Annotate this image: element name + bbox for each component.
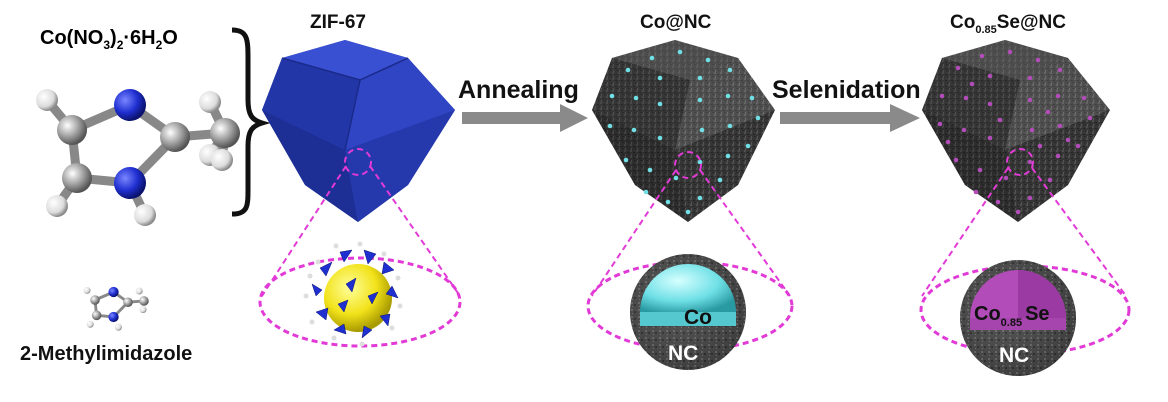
zoom-indicator-co-nc bbox=[586, 151, 794, 352]
stage-title-zif67: ZIF-67 bbox=[310, 12, 366, 33]
co085se-nc-dodecahedron bbox=[922, 40, 1110, 222]
step-label-annealing: Annealing bbox=[458, 76, 579, 104]
methylimidazole-model-small bbox=[83, 286, 149, 331]
curly-brace bbox=[231, 27, 271, 217]
co085se-nc-core-shell bbox=[960, 260, 1076, 376]
co-nc-shell-label: NC bbox=[668, 342, 698, 365]
zoom-indicator-zif67 bbox=[258, 148, 462, 348]
co-nc-core-shell bbox=[630, 254, 746, 370]
methylimidazole-model-large bbox=[36, 89, 240, 226]
stage-title-co-nc: Co@NC bbox=[640, 12, 712, 33]
co-nc-dodecahedron bbox=[592, 40, 775, 222]
zif67-cluster-sphere bbox=[303, 241, 403, 347]
zif67-dodecahedron bbox=[262, 40, 455, 222]
co085se-nc-shell-label: NC bbox=[999, 344, 1029, 367]
arrow-selenidation bbox=[780, 104, 920, 132]
stage-title-co085se-nc: Co0.85Se@NC bbox=[950, 12, 1066, 36]
metal-salt-label: Co(NO3)2·6H2O bbox=[40, 27, 178, 52]
step-label-selenidation: Selenidation bbox=[772, 76, 921, 104]
linker-label: 2-Methylimidazole bbox=[20, 343, 192, 365]
co-core-label: Co bbox=[684, 306, 712, 329]
arrow-annealing bbox=[462, 104, 588, 132]
